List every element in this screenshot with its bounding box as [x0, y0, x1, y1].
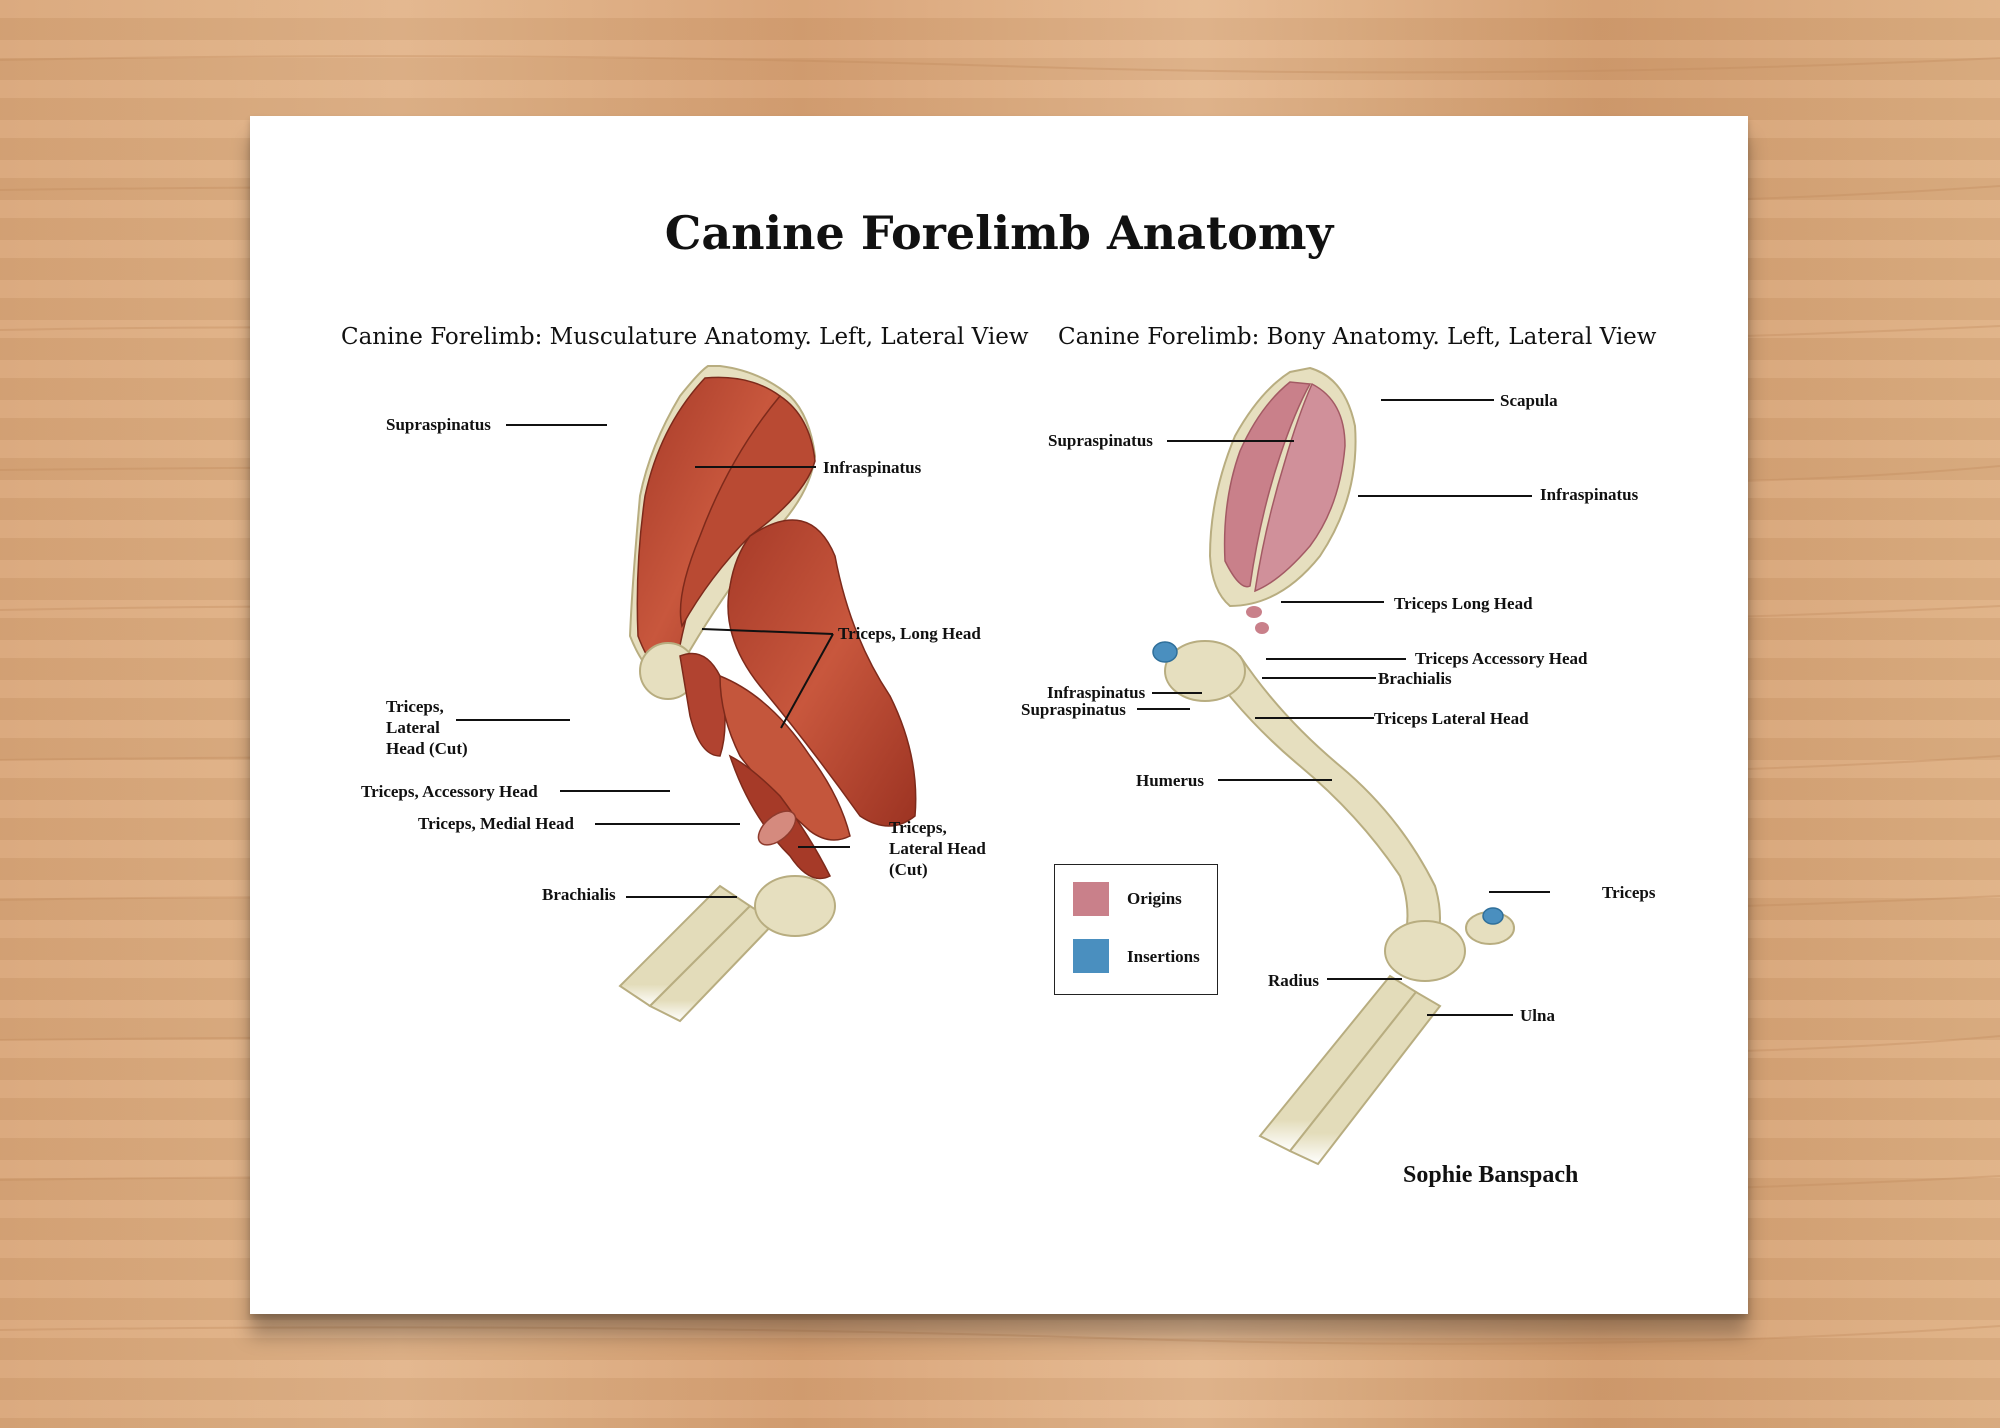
- legend-swatch-insertions: [1073, 939, 1109, 973]
- legend-label-insertions: Insertions: [1127, 947, 1200, 966]
- legend-label-origins: Origins: [1127, 889, 1182, 908]
- ulna-bone: [1288, 990, 1442, 1166]
- label-triceps-accessory-head-left: Triceps, Accessory Head: [361, 782, 538, 801]
- tendon-cut-patch: [757, 810, 797, 846]
- infraspinatus-origin-area: [1254, 382, 1346, 593]
- anatomy-illustration: [456, 365, 1550, 1166]
- label-triceps-right: Triceps: [1602, 883, 1656, 902]
- infraspinatus-muscle: [679, 395, 816, 629]
- label-triceps-lateral-head-cut-left: Triceps, Lateral Head (Cut): [386, 697, 468, 758]
- label-infraspinatus-right: Infraspinatus: [1540, 485, 1639, 504]
- poster-sheet: Canine Forelimb Anatomy Canine Forelimb:…: [250, 116, 1748, 1314]
- artist-signature: Sophie Banspach: [1403, 1162, 1579, 1188]
- right-leader-lines: [1137, 399, 1550, 1016]
- elbow-joint-right: [1384, 920, 1466, 982]
- label-triceps-long-head-left: Triceps, Long Head: [838, 624, 981, 643]
- label-triceps-accessory-head-right: Triceps Accessory Head: [1415, 649, 1588, 668]
- triceps-medial-accessory-muscle: [719, 674, 851, 841]
- left-leader-lines: [456, 424, 850, 898]
- brachialis-origin: [1255, 622, 1269, 634]
- label-scapula: Scapula: [1500, 391, 1558, 410]
- muscle-illustration: [618, 365, 917, 1023]
- triceps-lateral-head-cut-muscle: [679, 652, 726, 757]
- label-supraspinatus-right: Supraspinatus: [1048, 431, 1153, 450]
- label-radius: Radius: [1268, 971, 1320, 990]
- poster-title: Canine Forelimb Anatomy: [664, 206, 1334, 260]
- label-ulna: Ulna: [1520, 1006, 1555, 1025]
- label-triceps-medial-head-left: Triceps, Medial Head: [418, 814, 574, 833]
- label-infraspinatus-insertion: Infraspinatus: [1047, 683, 1146, 702]
- label-triceps-lateral-head-right: Triceps Lateral Head: [1374, 709, 1529, 728]
- left-panel-title: Canine Forelimb: Musculature Anatomy. Le…: [341, 324, 1029, 350]
- legend: Origins Insertions: [1054, 864, 1218, 995]
- infraspinatus-insertion-area: [1152, 641, 1178, 663]
- label-brachialis-right: Brachialis: [1378, 669, 1452, 688]
- label-supraspinatus-insertion: Supraspinatus: [1021, 700, 1126, 719]
- label-brachialis-left: Brachialis: [542, 885, 616, 904]
- elbow-joint-left: [754, 875, 836, 937]
- right-panel-title: Canine Forelimb: Bony Anatomy. Left, Lat…: [1058, 324, 1657, 350]
- triceps-insertion-area: [1482, 907, 1504, 925]
- label-humerus: Humerus: [1136, 771, 1204, 790]
- supraspinatus-origin-area: [1223, 381, 1312, 588]
- triceps-long-head-muscle: [727, 519, 917, 827]
- shoulder-joint-right: [1164, 640, 1246, 702]
- triceps-accessory-origin: [1246, 606, 1262, 618]
- label-supraspinatus-left: Supraspinatus: [386, 415, 491, 434]
- label-triceps-long-head-right: Triceps Long Head: [1394, 594, 1533, 613]
- label-infraspinatus-left: Infraspinatus: [823, 458, 922, 477]
- bone-illustration: [1152, 366, 1515, 1166]
- label-triceps-lateral-head-cut-right: Triceps, Lateral Head (Cut): [889, 818, 986, 879]
- legend-swatch-origins: [1073, 882, 1109, 916]
